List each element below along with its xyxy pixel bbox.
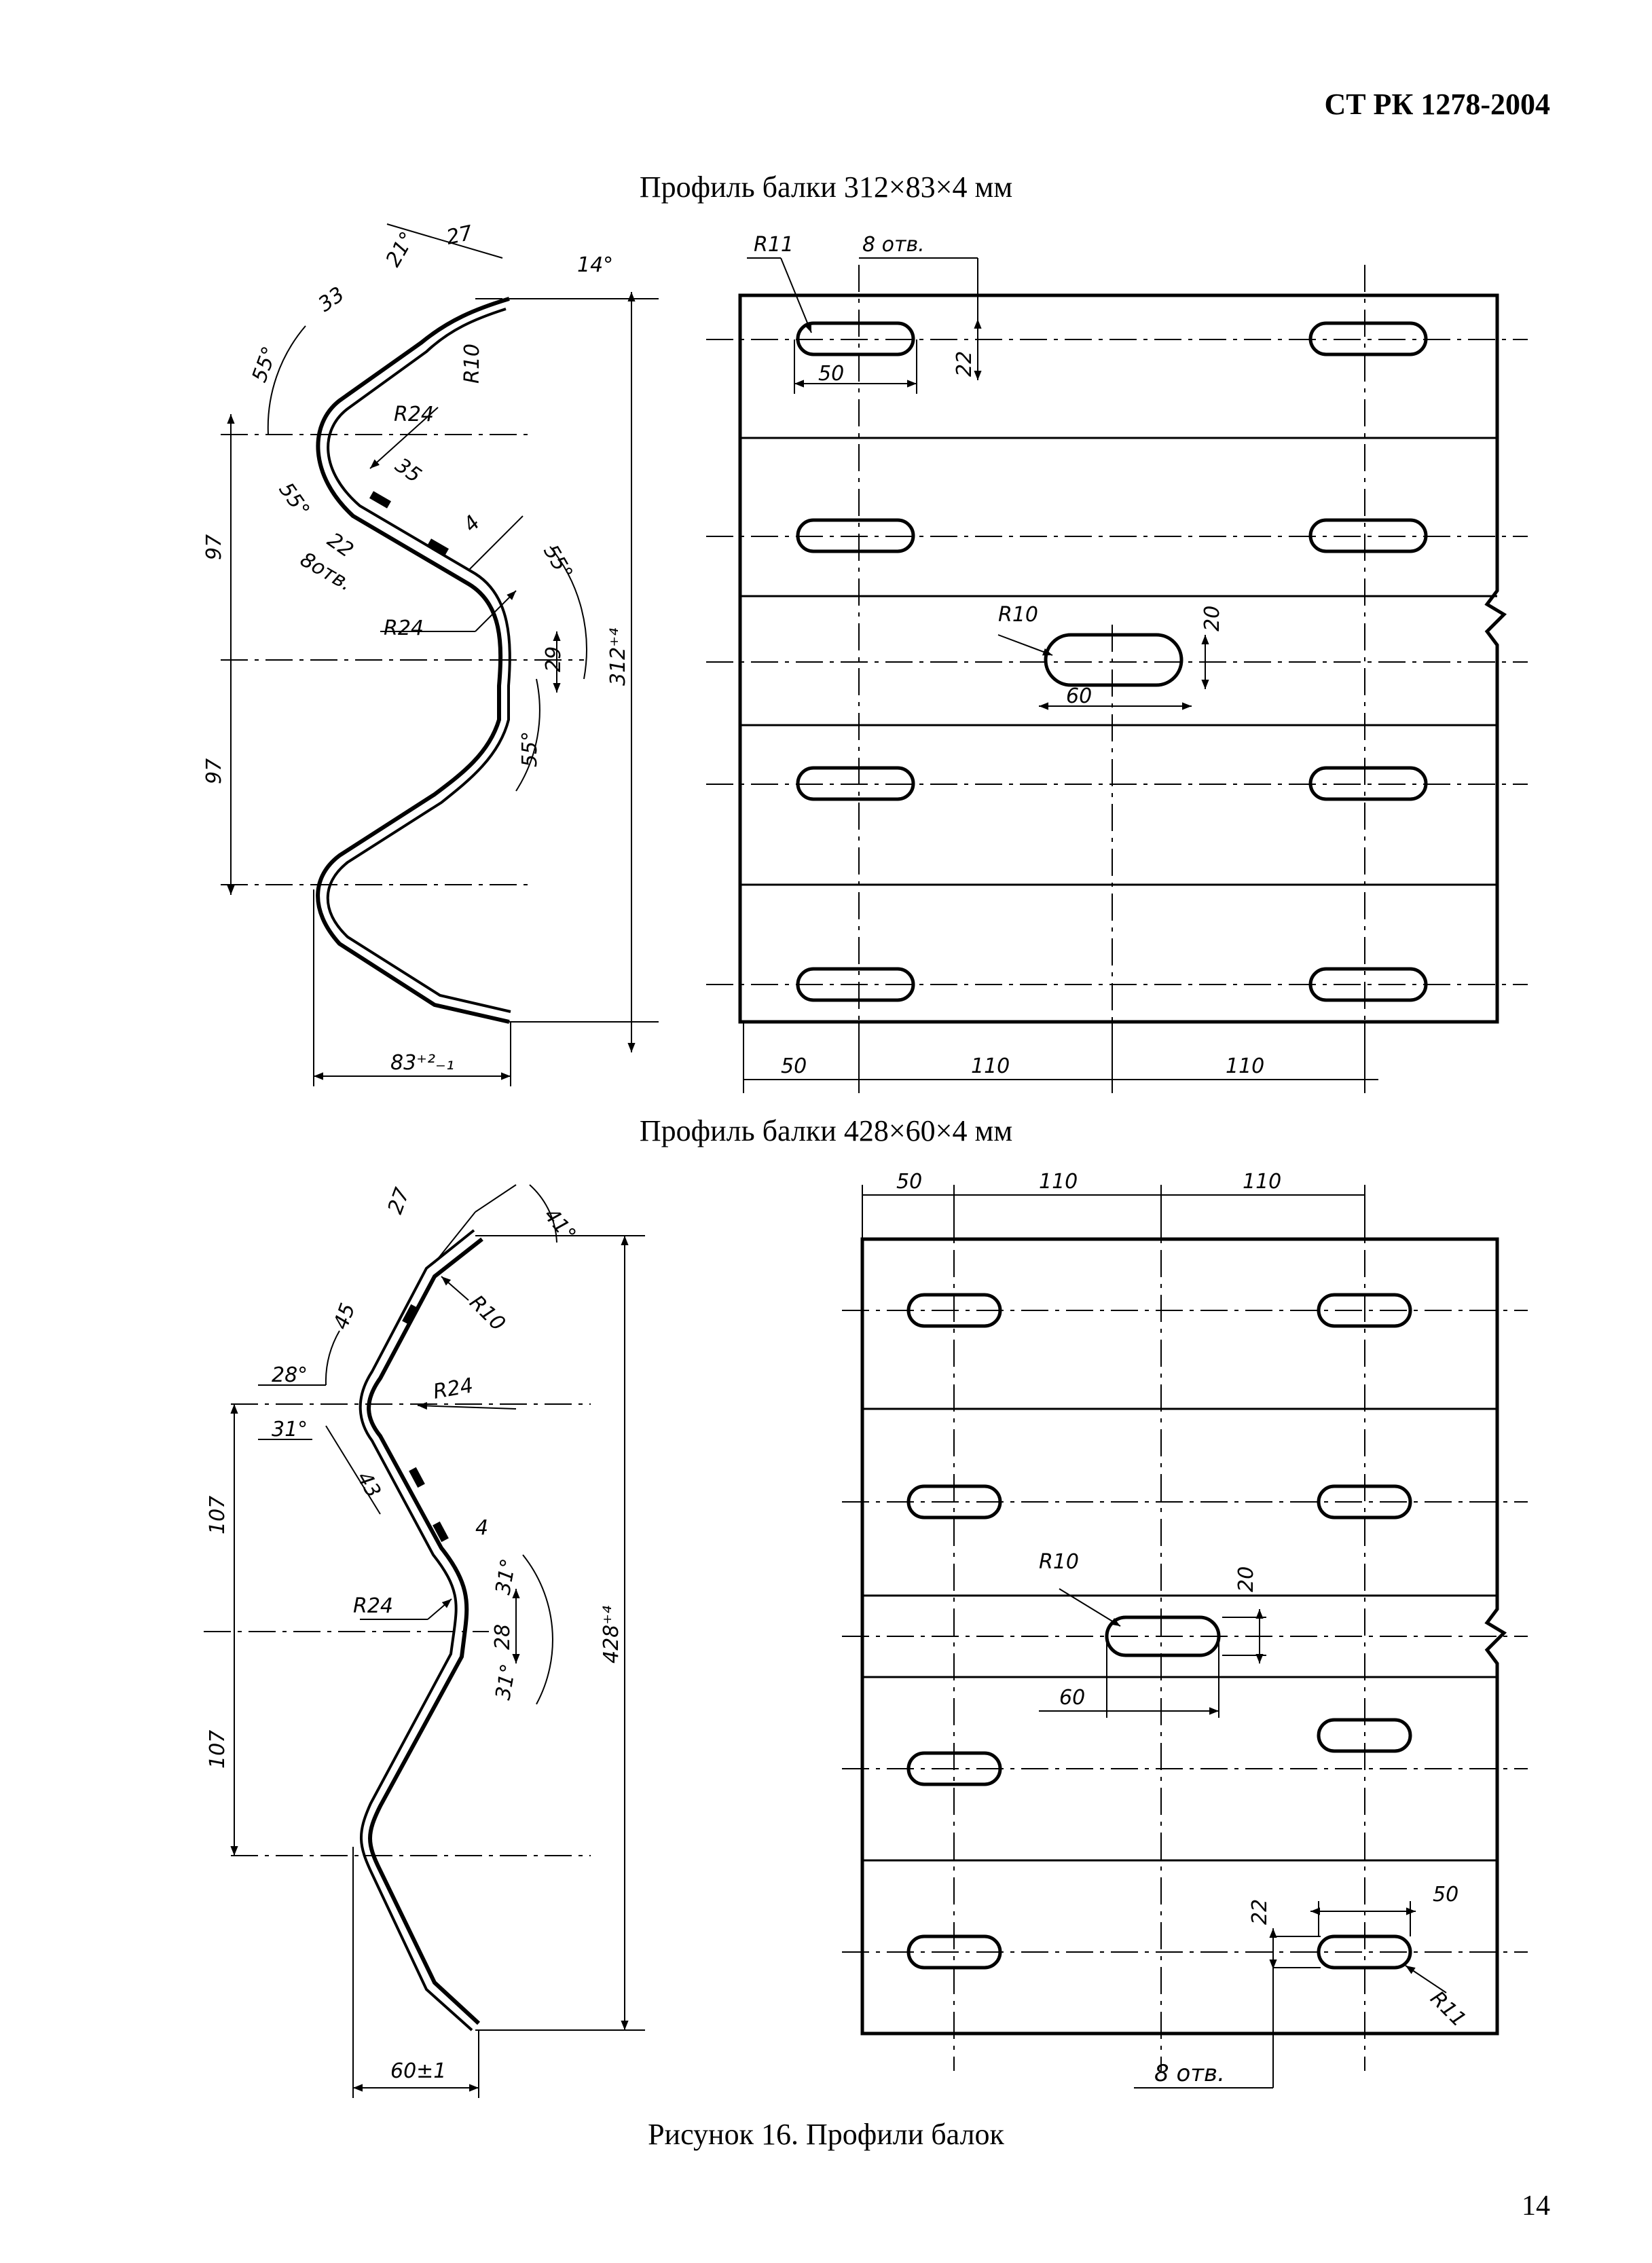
p2-plate-slot-offset: 22 <box>1248 1899 1272 1925</box>
p1-flange-angle: 14° <box>577 253 613 277</box>
p1-upper-len: 33 <box>314 282 349 317</box>
p2-slots <box>906 1293 1412 1970</box>
p1-pitch-lower: 97 <box>202 758 226 784</box>
p1-plate-center-radius: R10 <box>998 603 1038 627</box>
p2-plate-slot-radius: R11 <box>1425 1987 1470 2031</box>
p1-plate-slot-len: 50 <box>818 362 844 386</box>
p1-plate-pitch-1: 110 <box>971 1054 1010 1078</box>
p1-plate-center-height: 20 <box>1200 606 1224 631</box>
p1-plate-pitch-2: 110 <box>1226 1054 1264 1078</box>
p1-r24-lower: R24 <box>384 617 424 640</box>
p1-angle-55a: 55° <box>248 344 282 386</box>
p1-slots <box>796 321 1428 1002</box>
p2-pitch-upper: 107 <box>206 1496 230 1534</box>
p2-depth: 60±1 <box>390 2059 446 2083</box>
profile1-beam-inner <box>326 308 511 1013</box>
p1-r24-upper: R24 <box>394 403 434 426</box>
profile2-plate <box>842 1185 1528 2089</box>
figure-caption: Рисунок 16. Профили балок <box>648 2118 1004 2151</box>
p2-r-top: R10 <box>464 1291 509 1336</box>
p1-plate-outline <box>738 293 1507 1024</box>
p1-r-top: R10 <box>460 344 484 384</box>
p1-angle-55d: 55° <box>518 731 542 767</box>
profile2-beam-inner <box>359 1229 475 2031</box>
p2-r24-upper: R24 <box>431 1374 475 1404</box>
p2-plate-pitch-start: 50 <box>896 1170 922 1194</box>
p1-depth: 83⁺²₋₁ <box>390 1051 454 1075</box>
standard-code: СТ РК 1278-2004 <box>1324 88 1550 121</box>
p1-len-22: 22 <box>323 528 357 563</box>
p1-angle-55c: 55° <box>538 541 577 585</box>
p2-plate-center-radius: R10 <box>1039 1550 1079 1574</box>
p2-r24-lower: R24 <box>353 1594 393 1618</box>
p2-len-43: 43 <box>352 1468 385 1503</box>
p2-angle-31a: 31° <box>272 1418 308 1441</box>
p1-top-angle: 21° <box>382 227 420 271</box>
p2-overall-height: 428⁺⁴ <box>600 1606 623 1663</box>
p1-top-width: 27 <box>444 221 475 250</box>
p1-overall-height: 312⁺⁴ <box>606 628 630 686</box>
page-number: 14 <box>1522 2190 1550 2222</box>
p1-angle-55b: 55° <box>274 479 314 522</box>
p1-plate-center-len: 60 <box>1066 684 1092 708</box>
profile1-beam-outer <box>316 297 510 1024</box>
p2-plate-center-height: 20 <box>1234 1566 1258 1592</box>
p2-angle-31c: 31° <box>491 1662 521 1701</box>
p1-thickness: 4 <box>459 511 485 536</box>
p1-len-35: 35 <box>390 454 425 488</box>
p2-plate-pitch-1: 110 <box>1039 1170 1078 1194</box>
p1-plate-slot-radius: R11 <box>754 233 794 257</box>
p2-angle-28: 28° <box>272 1363 308 1387</box>
p2-flange-angle: 41° <box>539 1204 581 1247</box>
profile1-section <box>221 223 659 1086</box>
profile1-plate <box>706 257 1528 1093</box>
p1-plate-holes-label: 8 отв. <box>862 233 925 257</box>
p2-thickness: 4 <box>475 1516 488 1540</box>
p1-plate-slot-offset: 22 <box>953 351 976 377</box>
p2-mid-28: 28 <box>491 1624 515 1650</box>
p2-upper-len: 45 <box>329 1300 361 1333</box>
p2-plate-pitch-2: 110 <box>1243 1170 1281 1194</box>
p2-plate-holes-label: 8 отв. <box>1154 2060 1225 2087</box>
p1-pitch-upper: 97 <box>202 534 226 560</box>
profile2-beam-outer <box>367 1237 483 2025</box>
p2-plate-outline <box>860 1237 1507 2036</box>
p1-plate-pitch-start: 50 <box>781 1054 807 1078</box>
profile2-title: Профиль балки 428×60×4 мм <box>639 1114 1013 1147</box>
p1-mid-29: 29 <box>542 646 566 672</box>
p2-pitch-lower: 107 <box>206 1730 230 1769</box>
profile1-title: Профиль балки 312×83×4 мм <box>639 170 1013 204</box>
p2-plate-center-len: 60 <box>1059 1686 1085 1710</box>
p2-plate-slot-len: 50 <box>1433 1883 1458 1907</box>
p2-top-width: 27 <box>384 1185 415 1217</box>
profile2-section <box>204 1184 645 2098</box>
